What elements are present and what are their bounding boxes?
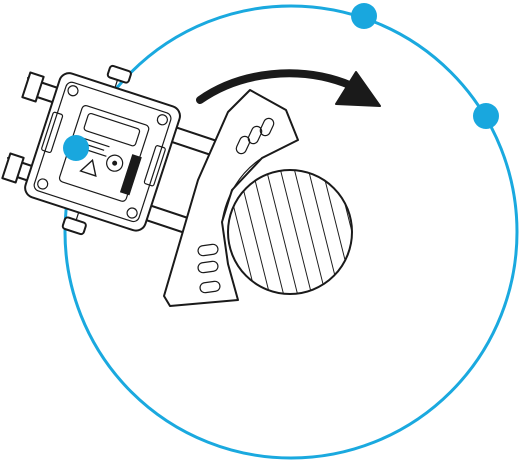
rotation-arrow — [196, 69, 381, 107]
marker-top — [351, 3, 377, 29]
marker-device — [63, 135, 89, 161]
marker-right — [473, 103, 499, 129]
clamp-plate — [163, 89, 299, 307]
warning-triangle-icon — [79, 158, 97, 178]
slot — [247, 125, 263, 145]
slot — [235, 135, 251, 155]
knob-icon — [106, 64, 132, 90]
slot — [197, 243, 219, 257]
slot — [197, 260, 219, 274]
slot — [199, 280, 221, 294]
knob-icon — [61, 210, 87, 236]
sensor-device — [24, 64, 181, 236]
orbit-circle — [63, 4, 519, 460]
slot — [259, 117, 275, 137]
